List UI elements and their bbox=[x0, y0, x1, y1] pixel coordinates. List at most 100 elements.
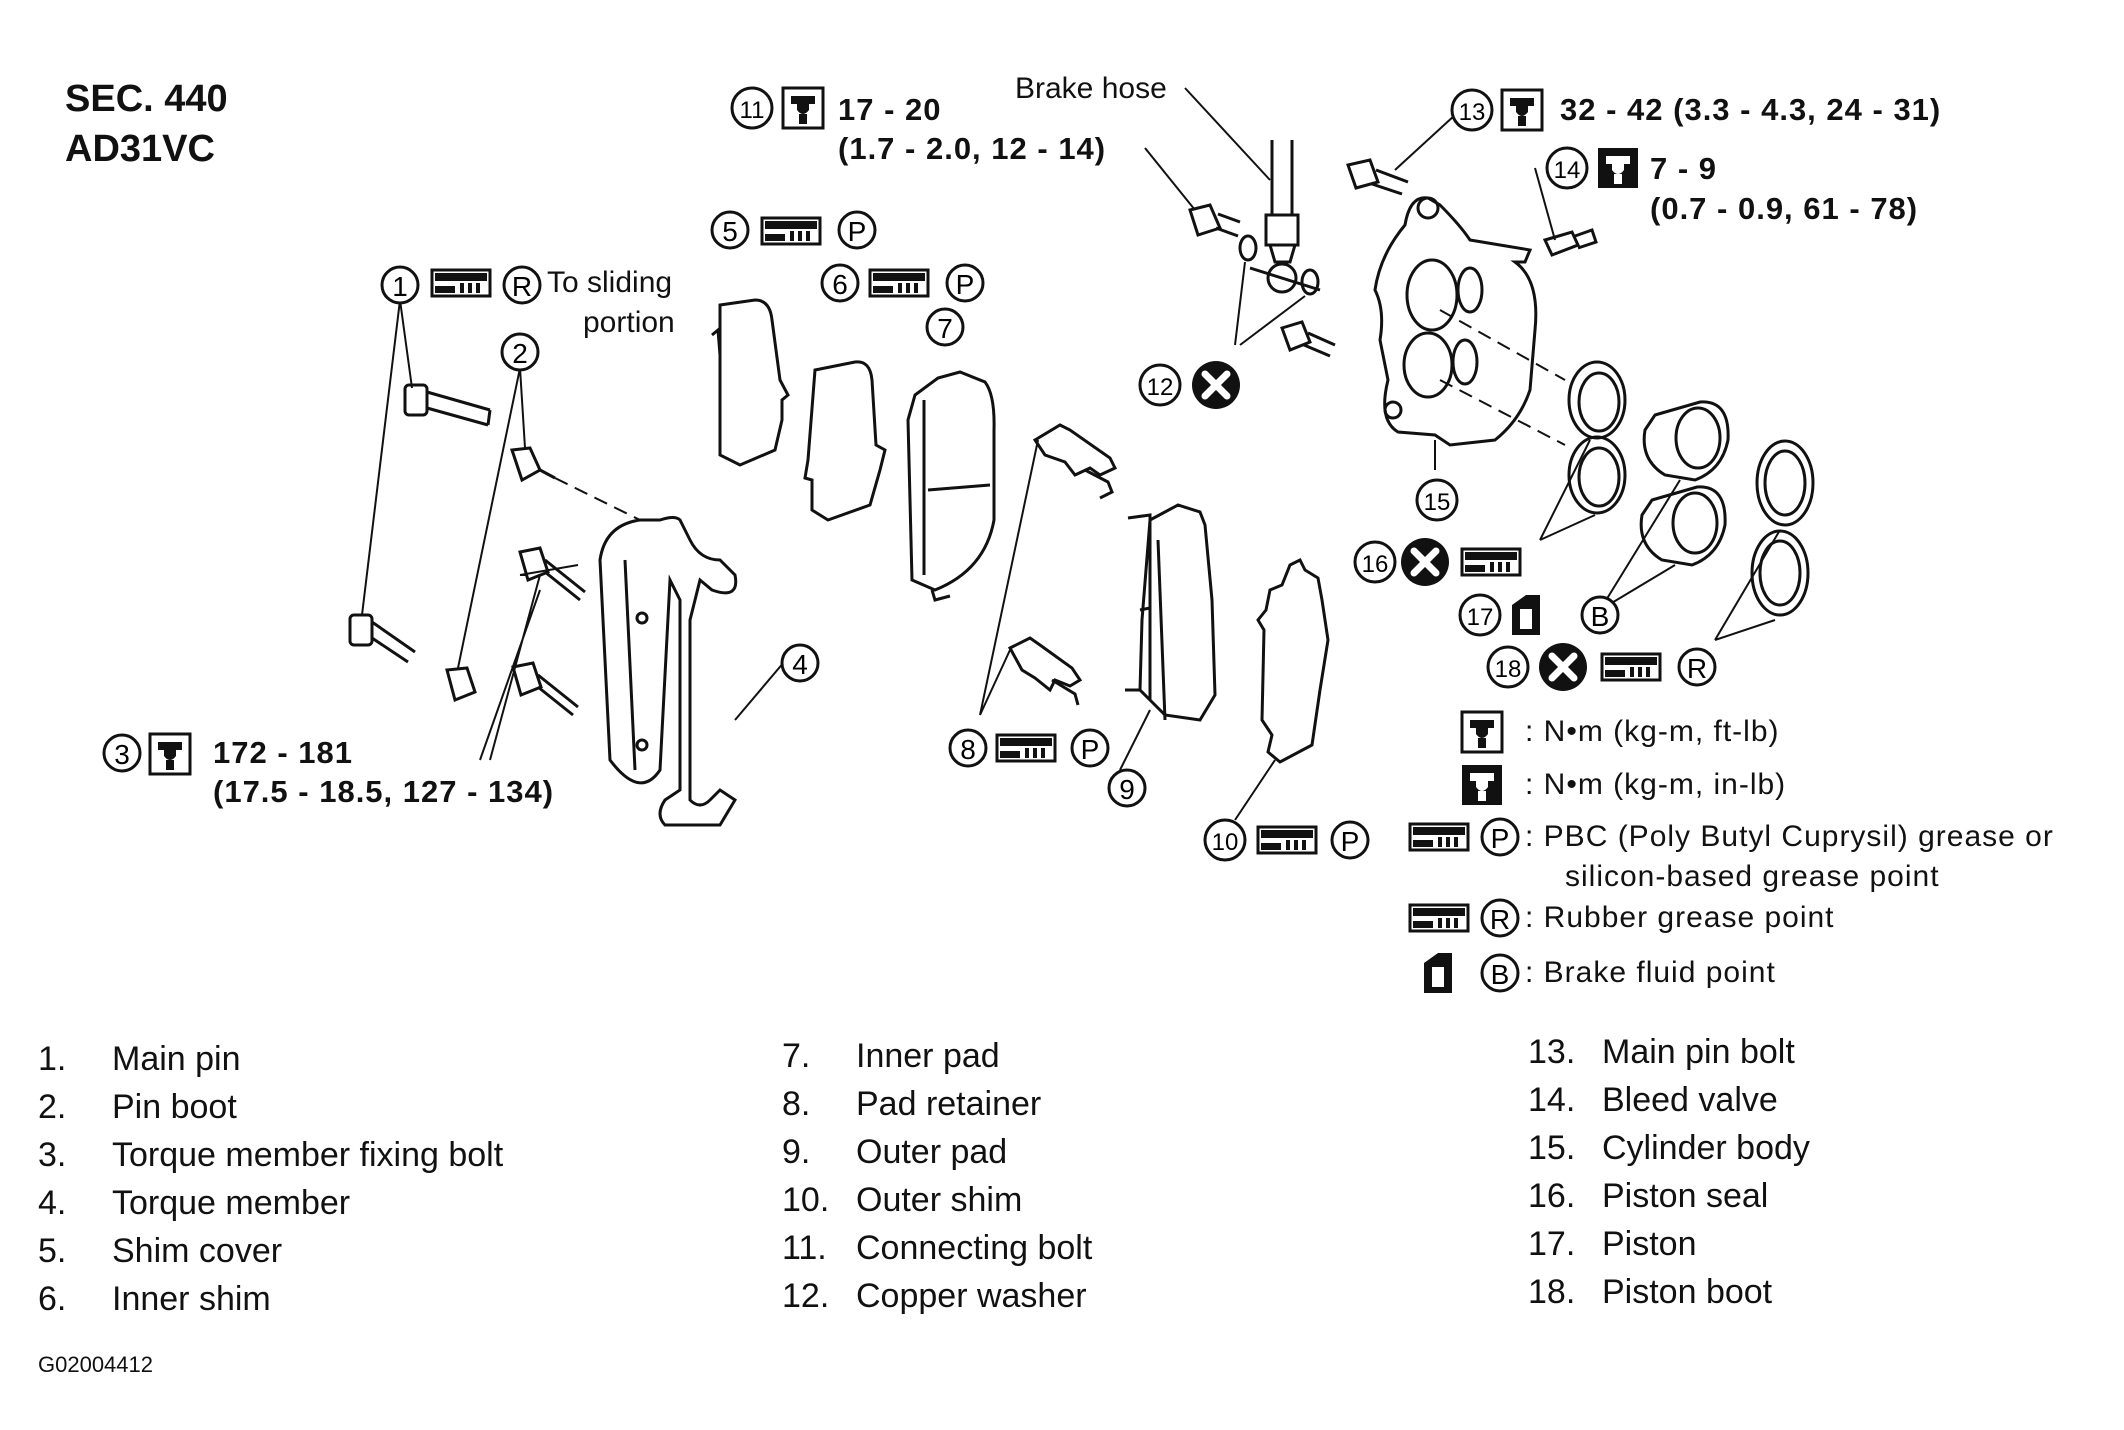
legend-rubber-r: R bbox=[1480, 898, 1520, 938]
callout-10: 10 bbox=[1203, 818, 1247, 862]
item-number: 5. bbox=[38, 1232, 67, 1270]
callout-1: 1 bbox=[380, 265, 420, 305]
annotation-portion: portion bbox=[583, 306, 675, 339]
item-number: 3. bbox=[38, 1136, 67, 1174]
svg-text:6: 6 bbox=[832, 269, 848, 300]
callout-4: 4 bbox=[780, 643, 820, 683]
callout-2: 2 bbox=[500, 332, 540, 372]
inner-pad-shape bbox=[906, 370, 996, 602]
pistons bbox=[1639, 400, 1730, 567]
list-item: 6.Inner shim bbox=[38, 1280, 503, 1328]
pbc-p-5: P bbox=[837, 210, 877, 250]
pbc-p-6: P bbox=[945, 263, 985, 303]
grease-icon-5 bbox=[760, 216, 822, 246]
torque-3-nm: 172 - 181 bbox=[213, 735, 353, 770]
item-number: 10. bbox=[782, 1181, 830, 1219]
rubber-grease-r-18: R bbox=[1677, 647, 1717, 687]
item-number: 8. bbox=[782, 1085, 811, 1123]
svg-text:P: P bbox=[956, 269, 975, 300]
item-name: Inner pad bbox=[856, 1037, 1000, 1075]
list-item: 13.Main pin bolt bbox=[1528, 1033, 1810, 1081]
item-name: Torque member bbox=[112, 1184, 351, 1222]
callout-8: 8 bbox=[948, 728, 988, 768]
item-name: Pad retainer bbox=[856, 1085, 1042, 1123]
torque-14-nm: 7 - 9 bbox=[1650, 151, 1718, 186]
bleed-valve-shape bbox=[1542, 228, 1598, 257]
annotation-brake-hose: Brake hose bbox=[1015, 72, 1167, 105]
item-number: 9. bbox=[782, 1133, 811, 1171]
item-number: 2. bbox=[38, 1088, 67, 1126]
pin-center-dash bbox=[554, 477, 641, 521]
main-pin-upper bbox=[403, 383, 492, 427]
torque-11-detail: (1.7 - 2.0, 12 - 14) bbox=[838, 131, 1107, 166]
callout-5: 5 bbox=[710, 210, 750, 250]
x-icon-12 bbox=[1192, 361, 1240, 409]
piston-seals bbox=[1567, 360, 1627, 515]
brake-hose-fitting bbox=[1249, 140, 1321, 294]
grease-icon-18 bbox=[1600, 652, 1662, 682]
grease-icon-6 bbox=[868, 268, 930, 298]
outer-pad-shape bbox=[1125, 503, 1217, 722]
item-name: Piston boot bbox=[1602, 1273, 1773, 1311]
svg-text:2: 2 bbox=[512, 338, 528, 369]
list-item: 9.Outer pad bbox=[782, 1133, 1092, 1181]
parts-list-col-1: 1.Main pin 2.Pin boot 3.Torque member fi… bbox=[38, 1040, 503, 1328]
parts-list-col-3: 13.Main pin bolt 14.Bleed valve 15.Cylin… bbox=[1528, 1033, 1810, 1321]
parts-list-col-2: 7.Inner pad 8.Pad retainer 9.Outer pad 1… bbox=[782, 1037, 1092, 1325]
wrench-icon-11 bbox=[781, 86, 825, 130]
callout-17: 17 bbox=[1458, 593, 1502, 637]
item-name: Main pin bbox=[112, 1040, 241, 1078]
callout-6: 6 bbox=[820, 263, 860, 303]
callout-18: 18 bbox=[1486, 645, 1530, 689]
rubber-grease-r-1: R bbox=[502, 265, 542, 305]
legend-can-icon bbox=[1424, 953, 1452, 993]
legend-fluid-b: B bbox=[1480, 953, 1520, 993]
piston-boots bbox=[1750, 439, 1815, 617]
list-item: 10. Outer shim bbox=[782, 1181, 1092, 1229]
svg-text:4: 4 bbox=[792, 649, 808, 680]
copper-washers bbox=[1238, 234, 1320, 296]
svg-text:5: 5 bbox=[722, 216, 738, 247]
item-number: 15. bbox=[1528, 1129, 1576, 1167]
list-item: 11.Connecting bolt bbox=[782, 1229, 1092, 1277]
svg-text:10: 10 bbox=[1212, 829, 1239, 856]
svg-text:8: 8 bbox=[960, 734, 976, 765]
legend-pbc-p: P bbox=[1480, 817, 1520, 857]
cylinder-body-shape bbox=[1373, 196, 1538, 447]
legend-pbc-line2: silicon-based grease point bbox=[1565, 860, 1940, 893]
svg-text:17: 17 bbox=[1467, 604, 1494, 631]
list-item: 4. Torque member bbox=[38, 1184, 503, 1232]
figure-id: G02004412 bbox=[38, 1352, 153, 1377]
list-item: 16.Piston seal bbox=[1528, 1177, 1810, 1225]
svg-text:1: 1 bbox=[392, 271, 408, 302]
item-name: Inner shim bbox=[112, 1280, 271, 1318]
svg-text:B: B bbox=[1491, 959, 1510, 990]
inner-shim-shape bbox=[803, 360, 887, 522]
model-label: AD31VC bbox=[65, 128, 215, 170]
list-item: 1.Main pin bbox=[38, 1040, 503, 1088]
list-item: 2.Pin boot bbox=[38, 1088, 503, 1136]
torque-13: 32 - 42 (3.3 - 4.3, 24 - 31) bbox=[1560, 92, 1942, 127]
pbc-p-8: P bbox=[1070, 728, 1110, 768]
svg-text:R: R bbox=[1687, 653, 1707, 684]
callout-13: 13 bbox=[1450, 88, 1494, 132]
list-item: 5. Shim cover bbox=[38, 1232, 503, 1280]
torque-3-detail: (17.5 - 18.5, 127 - 134) bbox=[213, 774, 555, 809]
torque-11-nm: 17 - 20 bbox=[838, 92, 942, 127]
legend-grease-icon-rubber bbox=[1408, 903, 1470, 933]
item-name: Connecting bolt bbox=[856, 1229, 1093, 1267]
item-number: 4. bbox=[38, 1184, 67, 1222]
list-item: 18.Piston boot bbox=[1528, 1273, 1810, 1321]
pad-retainer-lower bbox=[1007, 636, 1083, 706]
list-item: 12.Copper washer bbox=[782, 1277, 1092, 1325]
legend-nm-ftlb: : N•m (kg-m, ft-lb) bbox=[1525, 715, 1780, 748]
torque-member-bolt-upper bbox=[518, 546, 586, 602]
piston-center-lines bbox=[1439, 309, 1566, 446]
grease-icon-8 bbox=[995, 733, 1057, 763]
item-name: Outer shim bbox=[856, 1181, 1023, 1219]
item-name: Shim cover bbox=[112, 1232, 283, 1270]
svg-text:9: 9 bbox=[1119, 774, 1135, 805]
svg-text:P: P bbox=[1491, 823, 1510, 854]
legend-rubber: : Rubber grease point bbox=[1525, 901, 1835, 934]
